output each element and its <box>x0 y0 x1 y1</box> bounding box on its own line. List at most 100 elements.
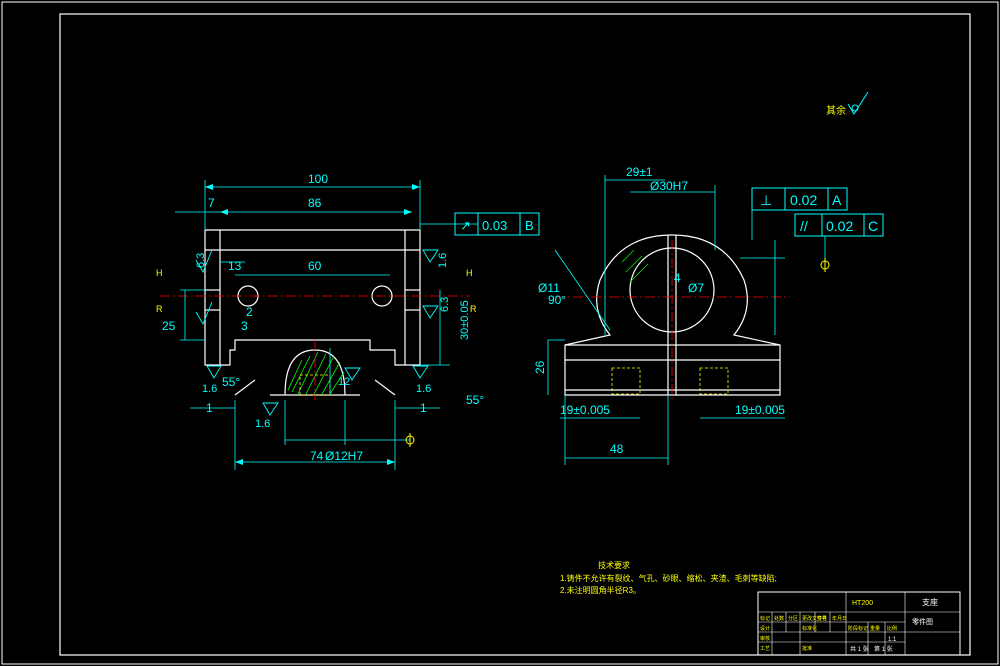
dim-bore-depth: 12 <box>338 376 350 388</box>
title-part-no: 零件图 <box>912 617 933 626</box>
technical-notes: 技术要求 1.铸件不允许有裂纹、气孔、砂眼、缩松、夹渣、毛刺等缺陷; 2.未注明… <box>560 560 777 595</box>
dim-height-30: 30±0.05 <box>459 300 471 340</box>
front-datum-symbol <box>405 433 415 447</box>
col-label-count: 处数 <box>774 615 784 622</box>
runout-icon: ↗ <box>460 218 471 233</box>
title-block: HT200 支座 零件图 1:1 共 1 张 第 1 张 标记 设计 审核 工艺… <box>757 591 961 656</box>
roughness-front-2: 6.3 <box>195 253 207 268</box>
drawing-frame <box>59 13 971 656</box>
roughness-note: 其余 <box>826 91 869 117</box>
col-label-zone: 分区 <box>788 615 798 622</box>
dim-width-48: 48 <box>610 442 624 456</box>
title-block-labels: 标记 设计 审核 工艺 处数 分区 更改文件号 签名 年月日 标准化 批准 阶段… <box>760 615 897 652</box>
marker-r-left: R <box>156 304 163 314</box>
notes-line-2: 2.未注明圆角半径R3。 <box>560 585 641 595</box>
misc-label-stage: 阶段标记 <box>848 625 868 632</box>
notes-title: 技术要求 <box>598 560 630 570</box>
dim-edge-offset: 7 <box>208 196 215 210</box>
runout-value: 0.03 <box>482 218 507 233</box>
dim-angle-90: 90° <box>548 293 566 307</box>
misc-label-weight: 重量 <box>870 625 880 632</box>
dim-4: 4 <box>674 271 681 285</box>
side-centerlines <box>555 240 790 400</box>
dim-chamfer-left: 1 <box>206 401 213 415</box>
dim-bore-30: Ø30H7 <box>650 179 688 193</box>
tolerance-frame-runout: ↗ 0.03 B <box>454 212 540 236</box>
marker-r-right: R <box>470 304 477 314</box>
dim-hole-7: Ø7 <box>688 281 704 295</box>
front-view: 100 86 7 13 60 25 3 2 30±0.05 12 74 Ø12H… <box>156 172 540 470</box>
dim-width-74: 74 <box>310 449 324 463</box>
roughness-front-1: 1.6 <box>202 383 217 395</box>
dim-3: 3 <box>241 319 248 333</box>
col-label-change: 更改文件号 <box>802 615 827 622</box>
side-datum-symbol <box>820 258 830 272</box>
dim-left-19: 19±0.005 <box>560 403 610 417</box>
dim-right-19: 19±0.005 <box>735 403 785 417</box>
runout-datum: B <box>525 218 534 233</box>
misc-label-approve: 批准 <box>802 645 812 652</box>
dim-hole-offset: 13 <box>228 259 242 273</box>
title-scale: 1:1 <box>888 637 897 643</box>
dim-hole-spacing: 60 <box>308 259 322 273</box>
tolerance-frame-perpendicularity: ⊥ 0.02 A <box>751 187 848 211</box>
title-name: 支座 <box>922 597 938 607</box>
misc-label-standard: 标准化 <box>802 625 817 632</box>
front-arrows <box>205 184 420 465</box>
dim-bore-dia: Ø12H7 <box>325 449 363 463</box>
title-block-grid <box>758 592 960 655</box>
dim-hole-11: Ø11 <box>538 281 560 295</box>
misc-label-scale: 比例 <box>887 625 897 632</box>
roughness-front-5: 6.3 <box>439 297 451 312</box>
front-dim-text: 100 86 7 13 60 25 3 2 30±0.05 12 74 Ø12H… <box>162 172 484 463</box>
parallelism-value: 0.02 <box>826 218 853 234</box>
dim-angle-left: 55° <box>222 375 240 389</box>
side-hidden-lines <box>611 367 729 395</box>
title-material: HT200 <box>852 600 873 607</box>
roughness-front-6: 1.6 <box>416 383 431 395</box>
dim-top-29: 29±1 <box>626 165 653 179</box>
side-hatch <box>621 249 649 283</box>
parallelism-icon: // <box>800 218 808 234</box>
row-label-design: 设计 <box>760 625 770 632</box>
title-sheet-no: 第 1 张 <box>874 645 893 653</box>
marker-h-left: H <box>156 268 163 278</box>
front-view-outline <box>204 229 421 396</box>
notes-line-1: 1.铸件不允许有裂纹、气孔、砂眼、缩松、夹渣、毛刺等缺陷; <box>560 573 777 583</box>
front-centerlines <box>160 295 470 400</box>
dim-height-26: 26 <box>533 360 547 374</box>
parallelism-datum: C <box>868 218 878 234</box>
dim-overall-width: 100 <box>308 172 328 186</box>
row-label-mark: 标记 <box>760 615 770 622</box>
front-view-markers: H H R R <box>156 268 477 314</box>
side-view-outline <box>564 234 781 396</box>
side-view: 29±1 Ø30H7 Ø11 90° 4 Ø7 26 19±0.005 19±0… <box>533 165 884 465</box>
roughness-note-prefix: 其余 <box>826 104 846 117</box>
side-dim-text: 29±1 Ø30H7 Ø11 90° 4 Ø7 26 19±0.005 19±0… <box>533 165 785 456</box>
dim-2: 2 <box>246 305 253 319</box>
dim-chamfer-right: 1 <box>420 401 427 415</box>
tolerance-frame-parallelism: // 0.02 C <box>794 213 884 237</box>
col-label-date: 年月日 <box>832 615 847 622</box>
dim-angle-right: 55° <box>466 393 484 407</box>
title-sheet-total: 共 1 张 <box>850 645 869 653</box>
marker-h-right: H <box>466 268 473 278</box>
side-dimensions <box>547 175 826 465</box>
row-label-process: 工艺 <box>760 646 770 652</box>
dim-height-25: 25 <box>162 319 176 333</box>
front-dimensions <box>175 180 478 470</box>
perpendicularity-icon: ⊥ <box>760 192 772 208</box>
dim-inner-width: 86 <box>308 196 322 210</box>
front-roughness-symbols <box>195 249 439 416</box>
roughness-circle-icon <box>851 104 859 112</box>
col-label-sign: 签名 <box>817 615 827 622</box>
roughness-front-4: 1.6 <box>255 418 270 430</box>
roughness-front-3: 1.6 <box>437 253 449 268</box>
front-hatch <box>287 351 345 395</box>
row-label-review: 审核 <box>760 635 770 642</box>
perpendicularity-value: 0.02 <box>790 192 817 208</box>
roughness-check-icon <box>847 91 869 115</box>
perpendicularity-datum: A <box>832 192 842 208</box>
